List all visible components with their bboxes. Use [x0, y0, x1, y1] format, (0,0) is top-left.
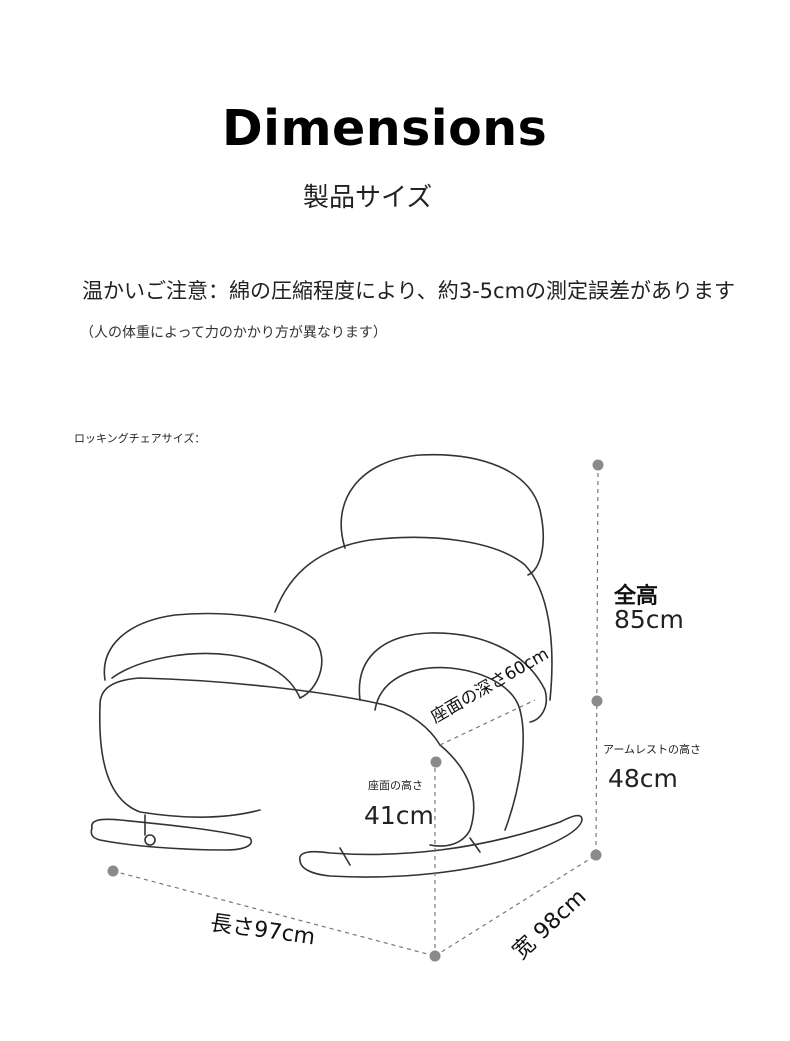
- chair-headrest: [340, 453, 544, 576]
- marker-floor-left: [107, 865, 119, 877]
- page-title: Dimensions: [222, 100, 548, 157]
- chair-seat-cushion: [103, 612, 323, 699]
- seat-height-value: 41cm: [364, 801, 434, 830]
- marker-floor-front: [429, 950, 441, 962]
- marker-arm: [591, 695, 603, 707]
- seat-height-label: 座面の高さ: [368, 779, 423, 792]
- chair-rocker-left: [90, 818, 252, 851]
- marker-seat: [430, 756, 442, 768]
- arm-height-value: 48cm: [608, 764, 678, 793]
- chair-side-arm: [358, 632, 548, 723]
- chair-back: [274, 536, 553, 701]
- total-height-line: [595, 464, 599, 856]
- marker-top: [592, 459, 604, 471]
- page-subtitle: 製品サイズ: [303, 183, 433, 213]
- total-height-value: 85cm: [614, 605, 684, 634]
- seat-depth-line: [439, 699, 536, 746]
- measurement-notice: 温かいご注意：綿の圧縮程度により、約3-5cmの測定誤差があります: [82, 279, 736, 303]
- chair-front-arm: [99, 677, 441, 746]
- total-height-label: 全高: [614, 584, 659, 609]
- arm-height-label: アームレストの高さ: [603, 743, 702, 756]
- marker-floor-right: [590, 849, 602, 861]
- measurement-notice-note: （人の体重によって力のかかり方が異なります）: [80, 325, 387, 341]
- chair-rocker-right: [299, 814, 583, 878]
- chair-size-label: ロッキングチェアサイズ：: [74, 432, 206, 445]
